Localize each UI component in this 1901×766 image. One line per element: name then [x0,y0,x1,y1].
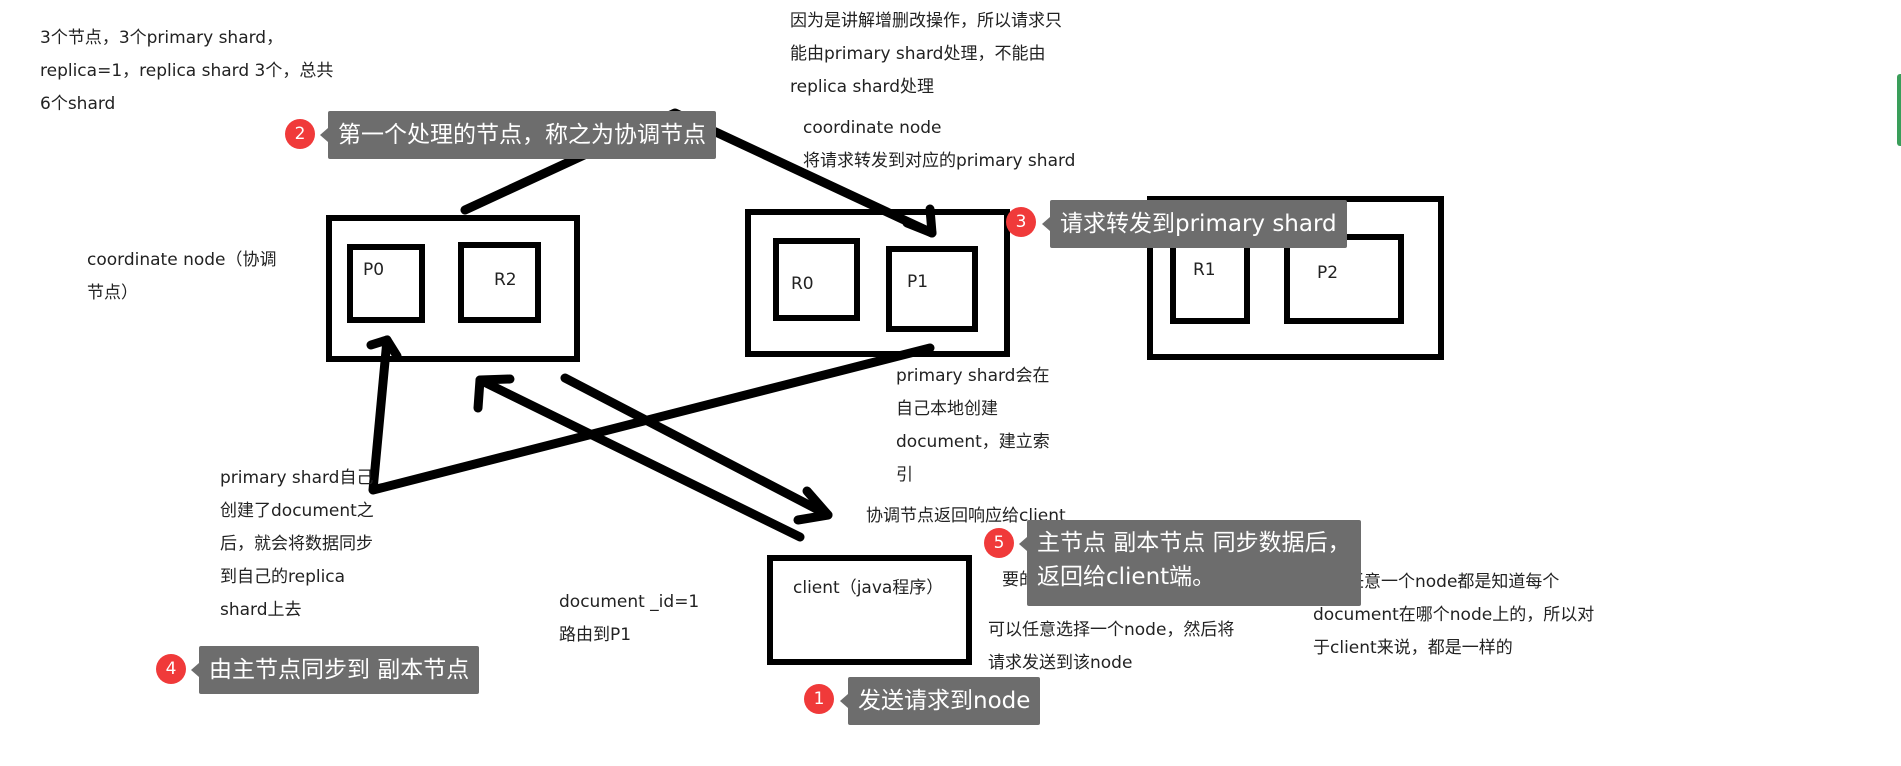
shard-r1: R1 [1170,236,1250,324]
arrow-response-to-client [560,373,833,520]
node-1 [326,215,580,362]
client-box: client（java程序） [767,555,972,665]
node-2 [745,209,1010,357]
note-primary-creates-doc: primary shard会在 自己本地创建 document，建立索 引 [896,366,1050,485]
note-coordinator-responds: 协调节点返回响应给client [866,506,1066,526]
shard-p0: P0 [347,244,425,323]
note-cluster-info: 3个节点，3个primary shard， replica=1，replica … [40,28,334,114]
arrow-client-to-coordinator-head [473,374,515,413]
callout-step-3: 请求转发到primary shard [1042,200,1347,248]
callout-step-4: 由主节点同步到 副本节点 [190,646,480,694]
shard-r0: R0 [773,238,860,321]
arrow-sync-to-replica [368,335,935,495]
arrow-client-to-coordinator [475,375,805,542]
shard-p1: P1 [886,246,978,332]
callout-step-2: 第一个处理的节点，称之为协调节点 [320,111,716,159]
arrow-response-to-client-head [793,486,833,525]
callout-step-1: 发送请求到node [839,677,1041,725]
side-panel-tab[interactable] [1897,74,1901,146]
step-badge-4: 4 [156,654,186,684]
step-badge-2: 2 [285,119,315,149]
client-label: client（java程序） [793,578,944,598]
note-coordinate-node: coordinate node（协调 节点） [87,250,277,303]
arrow-forward-to-primary-head [902,204,937,238]
note-forward-to-primary: coordinate node 将请求转发到对应的primary shard [803,118,1076,171]
step-badge-5: 5 [984,528,1014,558]
shard-r2: R2 [458,242,541,323]
note-primary-sync-replica: primary shard自己 创建了document之 后，就会将数据同步 到… [220,468,374,620]
callout-step-5: 主节点 副本节点 同步数据后， 返回给client端。 [1019,520,1361,606]
step-badge-3: 3 [1006,207,1036,237]
note-any-node: 可以任意选择一个node，然后将 请求发送到该node [988,620,1235,673]
arrow-sync-to-replica-head [366,335,402,361]
node-3 [1147,196,1444,360]
note-crud-only: 因为是讲解增删改操作，所以请求只 能由primary shard处理，不能由 r… [790,11,1062,97]
step-badge-1: 1 [804,684,834,714]
note-routing: document _id=1 路由到P1 [559,592,700,645]
note-every-node-knows: 因为任意一个node都是知道每个 document在哪个node上的，所以对 于… [1313,572,1595,658]
